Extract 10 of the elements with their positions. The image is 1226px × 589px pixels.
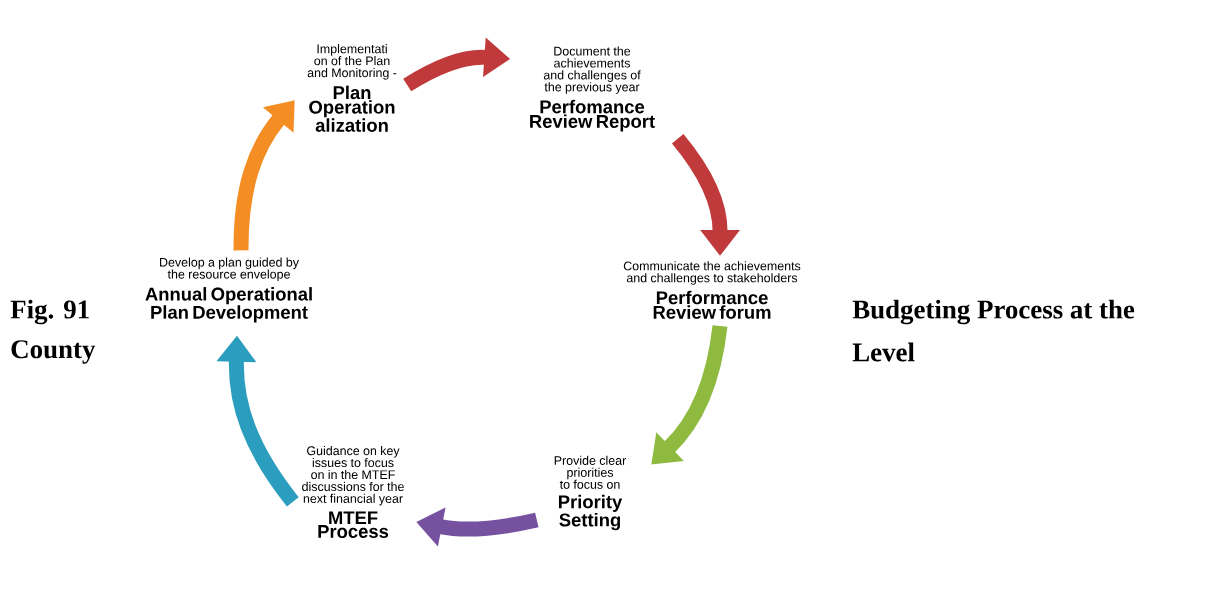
step-label: Provide clear priorities to focus on Priority Setting: [554, 455, 627, 531]
caption-text: Fig. 91: [10, 299, 89, 325]
caption-text: Level: [852, 342, 915, 362]
caption-text: County: [11, 340, 96, 364]
step-label: Guidance on key issues to focus on in the MTEF discussions for the next financial year MTEF Process: [302, 446, 404, 538]
step-label: Document the achievements and challenges of the previous year Perfomance Review Report: [530, 46, 655, 132]
step-label: Develop a plan guided by the resource envelope Annual Operational Plan Development: [145, 257, 312, 323]
step-label: Implementati on of the Plan and Monitoring - Plan Operation alization: [307, 44, 397, 132]
caption-text: Budgeting Process at the: [852, 299, 1135, 325]
step-label: Communicate the achievements and challenges to stakeholders Performance Review forum: [623, 261, 801, 319]
